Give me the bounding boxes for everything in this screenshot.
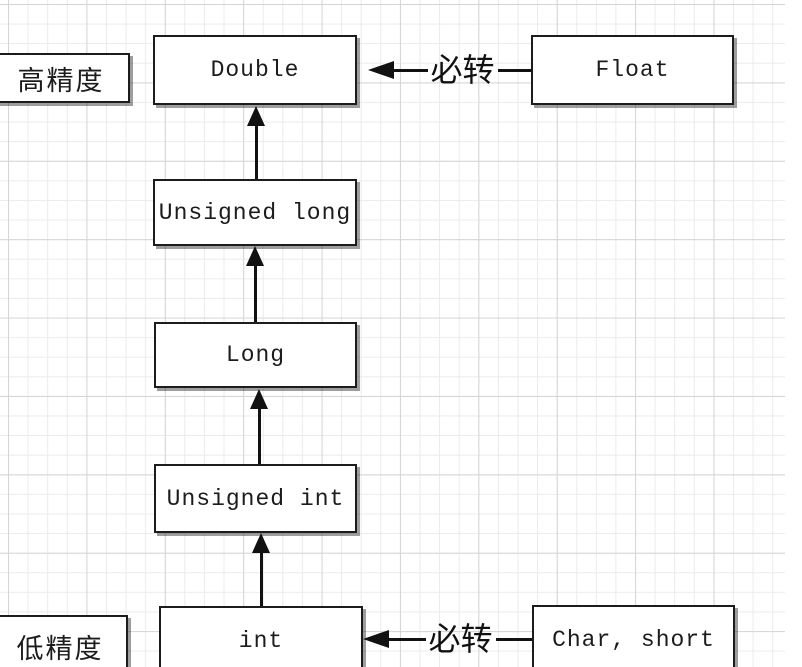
grid-canvas [0,0,785,667]
node-unsigned-int-label: Unsigned int [166,485,345,512]
node-float-label: Float [595,57,670,83]
node-low-precision-label: 低精度 [16,633,104,664]
node-int-label: int [238,628,284,654]
arrow-up-icon [246,246,264,266]
node-long-label: Long [225,342,286,368]
arrow-ulong-to-double [247,106,265,179]
node-double: Double [153,35,357,105]
node-long: Long [154,322,357,388]
arrow-line [257,409,261,464]
arrow-up-icon [247,106,265,126]
node-low-precision: 低精度 [0,615,128,667]
arrow-float-to-double: 必转 [368,52,532,88]
arrow-left-icon [363,630,389,648]
arrow-left-icon [368,61,394,79]
arrow-line [495,637,533,641]
node-char-short: Char, short [532,605,735,667]
arrow-int-to-uint [252,533,270,606]
arrow-line [254,126,258,179]
node-unsigned-int: Unsigned int [154,464,357,533]
node-high-precision: 高精度 [0,53,130,103]
node-double-label: Double [210,57,300,83]
node-int: int [159,606,363,667]
node-char-short-label: Char, short [552,627,715,653]
arrow-up-icon [250,389,268,409]
arrow-long-to-ulong [246,246,264,322]
arrow-line [389,637,426,641]
node-unsigned-long: Unsigned long [153,179,357,246]
arrow-line [497,68,532,72]
arrow-up-icon [252,533,270,553]
node-float: Float [531,35,734,105]
arrow-charshort-to-int: 必转 [363,621,533,657]
node-unsigned-long-label: Unsigned long [158,199,352,226]
edge-label-must-convert-bottom: 必转 [428,621,493,657]
edge-label-must-convert-top: 必转 [430,52,495,88]
arrow-line [394,68,428,72]
node-high-precision-label: 高精度 [17,65,105,96]
arrow-line [259,553,263,606]
arrow-uint-to-long [250,389,268,464]
arrow-line [253,266,257,322]
